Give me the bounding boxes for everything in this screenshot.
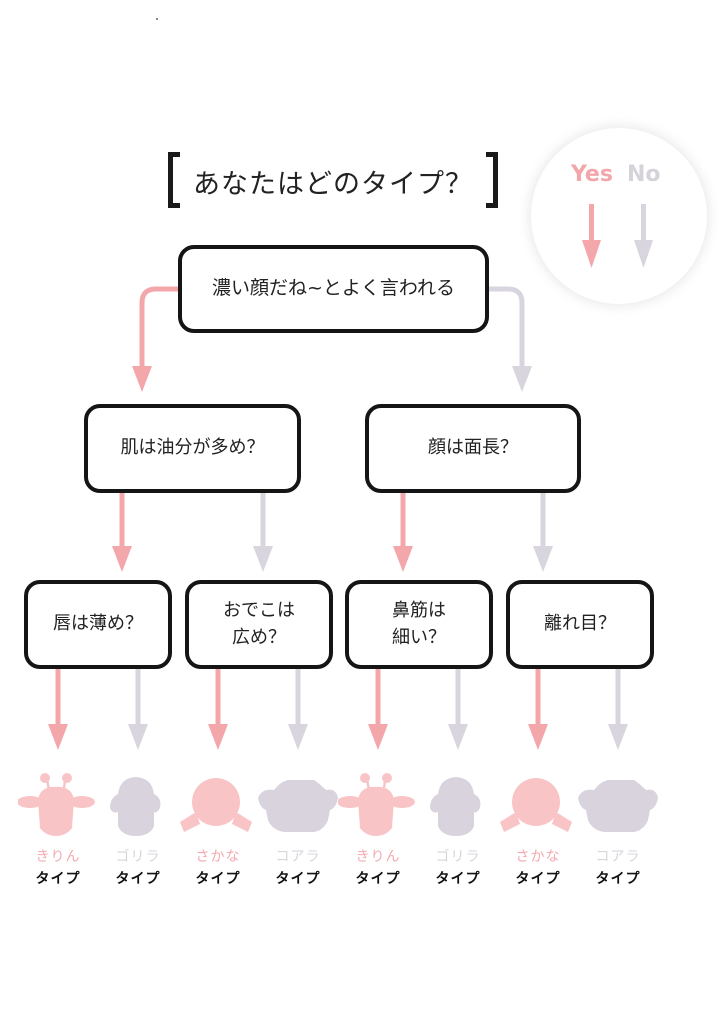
result-koala: コアラ タイプ [578, 772, 658, 888]
result-fish: さかな タイプ [178, 772, 258, 888]
result-name: さかな [195, 849, 241, 865]
giraffe-icon [18, 773, 95, 836]
no-arrowhead-icon [533, 546, 553, 572]
result-name: コアラ [275, 849, 321, 865]
koala-icon [578, 780, 658, 832]
yes-arrowhead-icon [393, 546, 413, 572]
yes-arrowhead-icon [132, 366, 152, 392]
result-giraffe: きりん タイプ [18, 772, 98, 888]
result-giraffe: きりん タイプ [338, 772, 418, 888]
no-arrow-icon [634, 204, 653, 268]
yes-arrowhead-icon [528, 724, 548, 750]
result-type-label: タイプ [435, 871, 481, 887]
no-arrowhead-icon [608, 724, 628, 750]
no-connector [489, 286, 525, 370]
result-type-label: タイプ [355, 871, 401, 887]
result-type-label: タイプ [595, 871, 641, 887]
result-name: コアラ [595, 849, 641, 865]
gorilla-icon [430, 777, 481, 836]
title-text: あなたはどのタイプ？ [193, 169, 473, 200]
no-arrowhead-icon [288, 724, 308, 750]
speck [156, 18, 158, 20]
result-type-label: タイプ [195, 871, 241, 887]
question-thin-lips: 唇は薄め？ [24, 580, 172, 669]
result-gorilla: ゴリラ タイプ [98, 772, 178, 888]
question-thin-nose: 鼻筋は 細い？ [345, 580, 493, 669]
giraffe-icon [338, 773, 415, 836]
no-arrowhead-icon [128, 724, 148, 750]
right-bracket [486, 152, 498, 208]
result-name: きりん [35, 849, 81, 865]
question-root: 濃い顔だね~とよく言われる [178, 245, 489, 333]
question-wide-eyes: 離れ目？ [506, 580, 654, 669]
no-arrowhead-icon [448, 724, 468, 750]
legend: Yes No [531, 128, 707, 304]
result-gorilla: ゴリラ タイプ [418, 772, 498, 888]
result-type-label: タイプ [515, 871, 561, 887]
legend-arrows [582, 204, 653, 268]
legend-yes-label: Yes [571, 162, 613, 187]
yes-arrowhead-icon [208, 724, 228, 750]
yes-arrowhead-icon [48, 724, 68, 750]
yes-arrow-icon [582, 204, 601, 268]
result-name: ゴリラ [115, 849, 161, 865]
result-type-label: タイプ [275, 871, 321, 887]
legend-no-label: No [627, 162, 661, 187]
no-arrowhead-icon [253, 546, 273, 572]
yes-connector [139, 286, 178, 370]
question-wide-forehead: おでこは 広め？ [185, 580, 333, 669]
result-name: ゴリラ [435, 849, 481, 865]
result-name: さかな [515, 849, 561, 865]
title: あなたはどのタイプ？ [168, 152, 498, 210]
result-name: きりん [355, 849, 401, 865]
gorilla-icon [110, 777, 161, 836]
question-oily-skin: 肌は油分が多め？ [84, 404, 301, 493]
result-type-label: タイプ [35, 871, 81, 887]
koala-icon [258, 780, 338, 832]
question-long-face: 顔は面長？ [365, 404, 581, 493]
no-arrowhead-icon [512, 366, 532, 392]
yes-arrowhead-icon [368, 724, 388, 750]
yes-arrowhead-icon [112, 546, 132, 572]
fish-icon [500, 778, 572, 832]
fish-icon [180, 778, 252, 832]
result-type-label: タイプ [115, 871, 161, 887]
result-koala: コアラ タイプ [258, 772, 338, 888]
result-fish: さかな タイプ [498, 772, 578, 888]
left-bracket [168, 152, 180, 208]
